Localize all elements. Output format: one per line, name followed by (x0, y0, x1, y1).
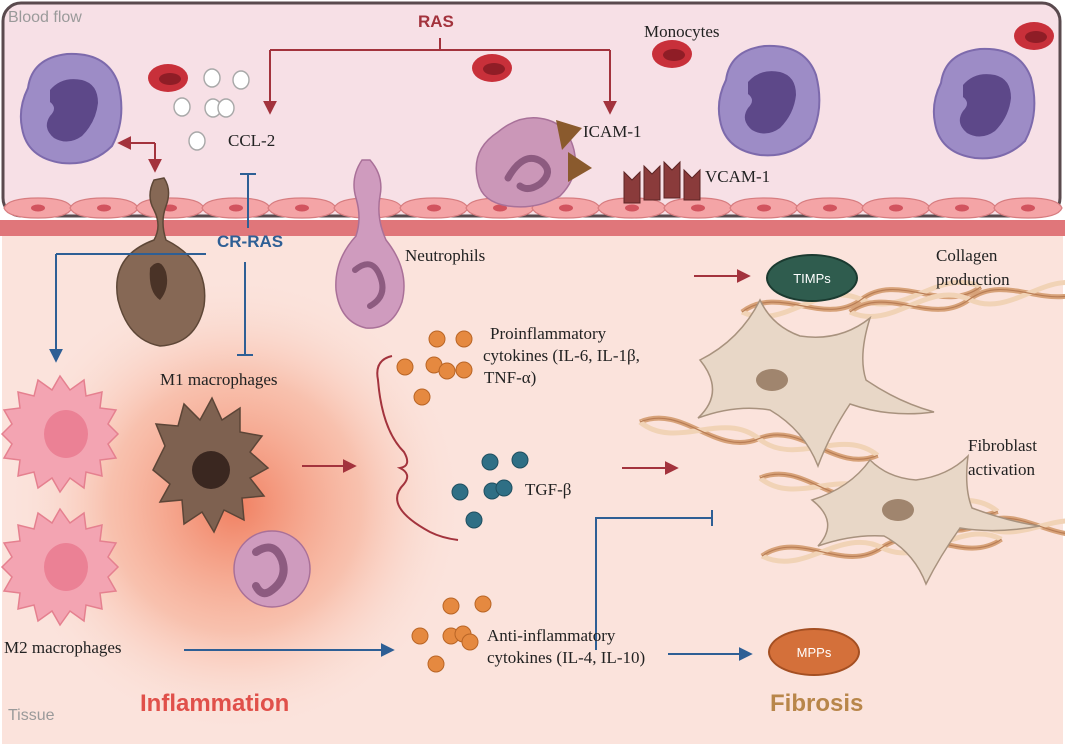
cr-ras-label: CR-RAS (217, 232, 284, 251)
neutrophils-label: Neutrophils (405, 246, 486, 265)
endothelial-cell (729, 197, 799, 219)
collagen-line-1: Collagen (936, 246, 998, 265)
vcam1-label: VCAM-1 (705, 167, 771, 186)
collagen-line-2: production (936, 270, 1010, 289)
endothelial-cell (663, 197, 733, 219)
inflammation-label: Inflammation (140, 690, 290, 717)
fibroblast-line-2: activation (968, 460, 1036, 479)
m1-macrophages-label: M1 macrophages (160, 370, 278, 389)
proinflammatory-line-2: cytokines (IL-6, IL-1β, (483, 346, 640, 365)
timps-node: TIMPs (766, 254, 858, 302)
endothelial-cell (861, 197, 931, 219)
blood-flow-label: Blood flow (8, 9, 82, 26)
endothelial-cell (3, 197, 73, 219)
endothelial-cell (993, 197, 1063, 219)
proinflammatory-line-1: Proinflammatory (490, 324, 607, 343)
mpps-label: MPPs (796, 644, 832, 660)
endothelial-cell (795, 197, 865, 219)
endothelial-cell (135, 197, 205, 219)
ccl2-label: CCL-2 (228, 131, 276, 150)
monocytes-label: Monocytes (644, 22, 720, 41)
endothelial-cell (267, 197, 337, 219)
fibrosis-label: Fibrosis (770, 690, 864, 717)
endothelial-cell (399, 197, 469, 219)
tgf-beta-label: TGF-β (525, 480, 572, 499)
antiinflammatory-line-2: cytokines (IL-4, IL-10) (487, 648, 646, 667)
icam1-label: ICAM-1 (583, 122, 642, 141)
ras-label: RAS (418, 12, 454, 31)
proinflammatory-line-3: TNF-α) (484, 368, 537, 387)
mpps-node: MPPs (768, 628, 860, 676)
fibroblast-line-1: Fibroblast (968, 436, 1037, 455)
endothelial-cell (927, 197, 997, 219)
endothelial-cell (69, 197, 139, 219)
antiinflammatory-line-1: Anti-inflammatory (487, 626, 616, 645)
tissue-label: Tissue (8, 707, 55, 724)
m2-macrophages-label: M2 macrophages (4, 638, 122, 657)
timps-label: TIMPs (793, 270, 831, 286)
endothelial-cell (201, 197, 271, 219)
